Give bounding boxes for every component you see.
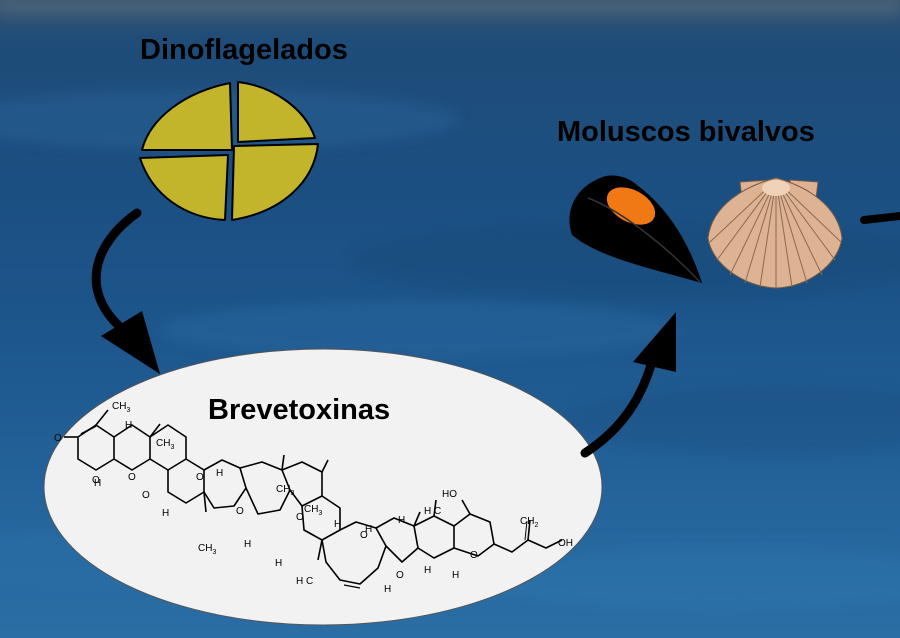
label-h3c-a: H C — [296, 576, 313, 587]
label-o-6: O — [296, 512, 304, 523]
mussel-icon — [569, 175, 702, 283]
label-o-3: O — [142, 490, 150, 501]
label-h-6: H — [275, 558, 282, 569]
label-ch3-a: CH3 — [112, 401, 130, 414]
label-o-8: O — [396, 570, 404, 581]
label-o-9: O — [470, 550, 478, 561]
label-h-12: H — [452, 570, 459, 581]
label-ch2: CH2 — [520, 516, 538, 529]
label-o-4: O — [196, 472, 204, 483]
brevetoxin-molecule — [64, 409, 563, 589]
label-ch3-c: CH3 — [198, 543, 216, 556]
label-o-5: O — [236, 506, 244, 517]
label-o-2: O — [128, 472, 136, 483]
brevetoxins-title: Brevetoxinas — [208, 394, 391, 426]
label-h-2: H — [94, 478, 101, 489]
label-ch3-b: CH3 — [156, 438, 174, 451]
label-h-4: H — [216, 468, 223, 479]
arrow-dino-to-toxin — [91, 208, 160, 374]
arrow-molluscs-out — [860, 212, 900, 224]
label-h-5: H — [244, 539, 251, 550]
label-h-8: H — [365, 524, 372, 535]
label-o-carbonyl: O — [54, 433, 62, 444]
label-ho: HO — [442, 489, 457, 500]
brevetoxin-ellipse — [43, 348, 603, 626]
dinoflagellate-icon — [139, 81, 319, 221]
label-h3c-b: H C — [424, 506, 441, 517]
scallop-icon — [707, 177, 843, 289]
label-h-11: H — [424, 565, 431, 576]
label-o-7: O — [360, 530, 368, 541]
label-o-lactone: O — [92, 475, 100, 486]
label-h-3: H — [162, 508, 169, 519]
arrow-toxin-to-molluscs — [580, 312, 676, 458]
label-oh: OH — [558, 538, 573, 549]
label-h-1: H — [125, 420, 132, 431]
label-h-7: H — [334, 519, 341, 530]
molecule-labels: CH3 O O H H CH3 O O H O H CH3 O H CH3 CH… — [54, 401, 573, 595]
label-ch3-e: CH3 — [304, 504, 322, 517]
bivalve-molluscs-title: Moluscos bivalvos — [557, 116, 815, 148]
label-h-9: H — [384, 584, 391, 595]
label-h-10: H — [398, 515, 405, 526]
dinoflagellates-title: Dinoflagelados — [140, 34, 348, 66]
label-ch3-d: CH3 — [276, 484, 294, 497]
